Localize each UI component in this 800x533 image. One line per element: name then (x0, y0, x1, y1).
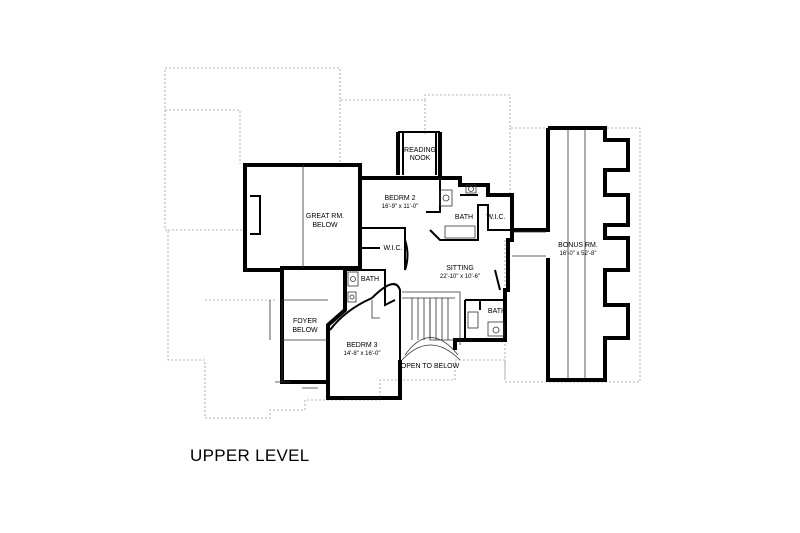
great-room-label-2: BELOW (312, 222, 338, 229)
foyer-label-1: FOYER (293, 318, 317, 325)
foyer-label-2: BELOW (292, 327, 318, 334)
bath-right-label: BATH (488, 308, 506, 315)
fixtures (347, 184, 505, 337)
level-title: UPPER LEVEL (190, 446, 310, 465)
great-room-label-1: GREAT RM. (306, 213, 344, 220)
bonus-room-size: 16'-0" x 52'-8" (560, 251, 597, 257)
open-to-below-label: OPEN TO BELOW (401, 363, 460, 370)
bedroom3-size: 14'-8" x 16'-0" (344, 351, 381, 357)
reading-nook-label-1: READING (404, 147, 436, 154)
bonus-room-walls (512, 126, 630, 382)
bath-left-label: BATH (361, 276, 379, 283)
sitting-size: 22'-10" x 10'-6" (440, 274, 480, 280)
bedroom2-size: 16'-9" x 11'-0" (382, 204, 418, 210)
reading-nook-label-2: NOOK (410, 155, 431, 162)
sitting-name: SITTING (446, 265, 474, 272)
wic-mid-label: W.I.C. (383, 245, 402, 252)
stair (401, 291, 461, 361)
openings (269, 300, 380, 399)
room-labels: READING NOOK BEDRM 2 16'-9" x 11'-0" GRE… (292, 147, 598, 370)
bedroom2-name: BEDRM 2 (384, 195, 415, 202)
wic-upper-label: W.I.C. (486, 214, 505, 221)
interior-walls (281, 165, 512, 382)
bedroom3-name: BEDRM 3 (346, 342, 377, 349)
bath-upper-label: BATH (455, 214, 473, 221)
bonus-room-name: BONUS RM. (558, 242, 598, 249)
